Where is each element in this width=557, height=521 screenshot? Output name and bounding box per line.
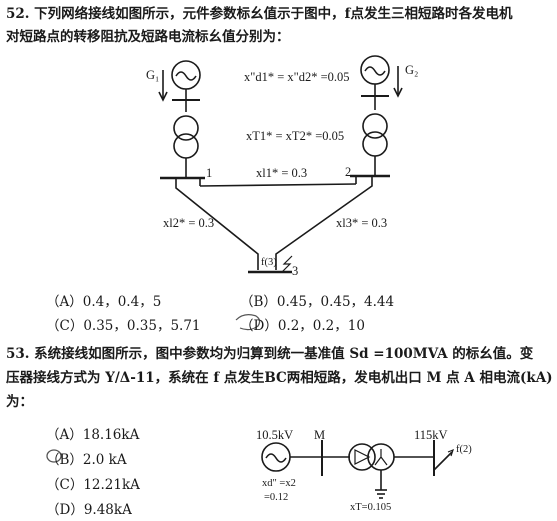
line-l3-label: xl3* = 0.3 bbox=[336, 216, 388, 230]
t2-transformer-winding-top bbox=[362, 113, 388, 139]
t1-transformer-winding-top bbox=[173, 115, 199, 141]
node-2-label: 2 bbox=[345, 165, 352, 179]
q53-fault-line bbox=[433, 451, 453, 471]
line-l3 bbox=[275, 176, 373, 270]
g1-label: G₁ bbox=[146, 68, 160, 82]
xt-label: xT1* = xT2* =0.05 bbox=[246, 129, 345, 143]
q53-transformer-left bbox=[348, 443, 376, 471]
q52-option-d[interactable]: （D）0.2，0.2，10 bbox=[240, 318, 365, 334]
q53-stem-line2: 压器接线方式为 Y/Δ-11，系统在 f 点发生BC两相短路，发电机出口 M 点… bbox=[6, 370, 553, 386]
q53-option-a[interactable]: （A）18.16kA bbox=[46, 427, 140, 443]
voltage-10-5kv-label: 10.5kV bbox=[256, 428, 294, 442]
gen-reactance-value: =0.12 bbox=[264, 492, 289, 503]
q53-sine-icon bbox=[265, 453, 287, 463]
node-3-label: 3 bbox=[292, 264, 299, 278]
q53-stem-line1: 53. 系统接线如图所示，图中参数均为归算到统一基准值 Sd =100MVA 的… bbox=[6, 346, 534, 362]
bus-m-label: M bbox=[314, 428, 326, 442]
voltage-115kv-label: 115kV bbox=[414, 428, 448, 442]
xd-label: x"d1* = x"d2* =0.05 bbox=[244, 70, 350, 84]
g2-label: G₂ bbox=[405, 63, 419, 77]
g2-sine-icon bbox=[364, 66, 386, 76]
gen-reactance-label: xd" =x2 bbox=[262, 478, 296, 489]
q53-option-b[interactable]: （B）2.0 kA bbox=[46, 452, 127, 468]
line-l2 bbox=[175, 178, 259, 270]
line-l2-label: xl2* = 0.3 bbox=[163, 216, 215, 230]
handwritten-mark-b bbox=[46, 449, 62, 463]
t2-transformer-winding-bottom bbox=[362, 131, 388, 157]
node-1-label: 1 bbox=[206, 166, 213, 180]
q53-option-c[interactable]: （C）12.21kA bbox=[46, 477, 140, 493]
t1-transformer-winding-bottom bbox=[173, 133, 199, 159]
fault-f3-label: f(3) bbox=[261, 257, 277, 268]
q53-option-d[interactable]: （D）9.48kA bbox=[46, 502, 132, 518]
q52-option-a[interactable]: （A）0.4，0.4，5 bbox=[46, 294, 162, 310]
transformer-reactance-label: xT=0.105 bbox=[350, 502, 392, 513]
g1-sine-icon bbox=[175, 71, 197, 81]
line-l1 bbox=[199, 183, 357, 187]
q52-option-c[interactable]: （C）0.35，0.35，5.71 bbox=[46, 318, 201, 334]
star-icon bbox=[374, 449, 388, 466]
delta-icon bbox=[354, 449, 371, 465]
handwritten-circle-mark bbox=[235, 314, 261, 331]
q52-stem-line1: 52. 下列网络接线如图所示，元件参数标幺值示于图中，f点发生三相短路时各发电机 bbox=[6, 6, 513, 22]
q52-option-b[interactable]: （B）0.45，0.45，4.44 bbox=[240, 294, 395, 310]
line-l1-label: xl1* = 0.3 bbox=[256, 166, 308, 180]
fault-f2-label: f(2) bbox=[456, 444, 472, 455]
fault-lightning-icon bbox=[281, 255, 293, 273]
q52-stem-line2: 对短路点的转移阻抗及短路电流标幺值分别为： bbox=[6, 29, 290, 45]
q53-stem-line3: 为： bbox=[6, 394, 33, 410]
